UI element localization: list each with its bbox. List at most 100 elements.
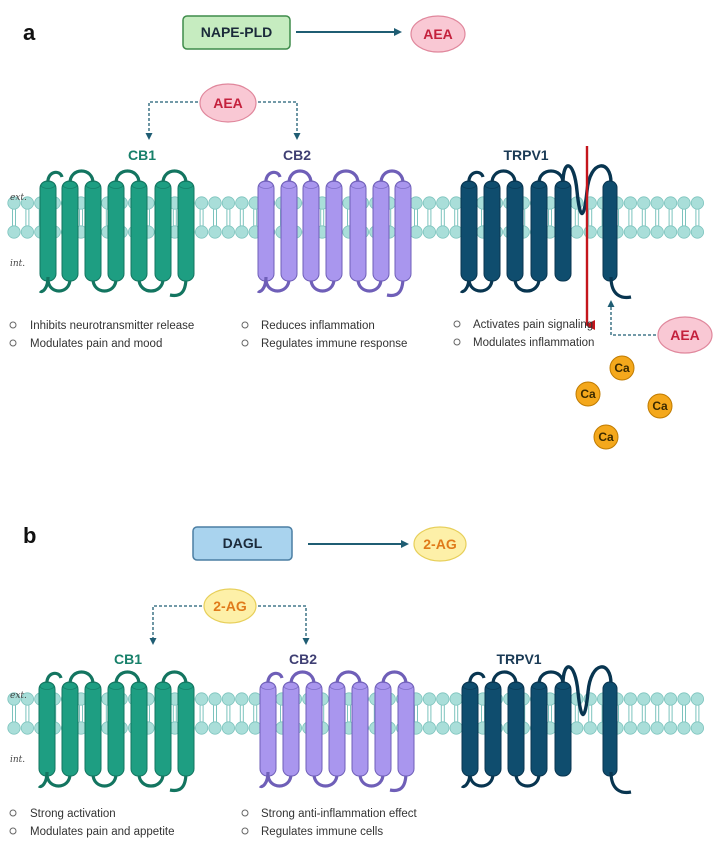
extracellular-loop <box>335 670 362 685</box>
pore-loop <box>561 164 613 215</box>
aea-product-oval <box>410 15 466 53</box>
aea-product: AEA <box>410 15 466 53</box>
cb2-effect-a-2: Regulates immune response <box>261 338 407 350</box>
trpv1-effects-a: Activates pain signaling Modulates infla… <box>453 319 594 349</box>
ca-ion: Ca <box>647 393 673 419</box>
transmembrane-helix <box>305 681 323 777</box>
lipid-head <box>208 721 222 735</box>
pore-loop <box>561 665 613 716</box>
intracellular-loop <box>309 278 336 293</box>
lipid-head <box>690 721 705 735</box>
lipid-head <box>637 225 651 239</box>
extracellular-loop <box>289 670 316 685</box>
2ag-product-label: 2-AG <box>423 536 457 552</box>
aea-ligand-oval <box>199 83 257 123</box>
cb1-effect-a-2: Modulates pain and mood <box>30 338 162 350</box>
lipid-head <box>195 692 209 706</box>
napepld-label: NAPE-PLD <box>201 24 273 40</box>
lipid-head <box>7 225 21 239</box>
aea-trpv1-oval <box>657 316 713 354</box>
transmembrane-helix <box>154 180 172 282</box>
lipid-head <box>623 721 638 735</box>
transmembrane-helix <box>130 180 148 282</box>
2ag-product-oval <box>413 526 467 562</box>
lipid-head <box>449 721 463 735</box>
lipid-head <box>20 225 35 239</box>
dagl-label: DAGL <box>223 535 263 551</box>
ca-ion: Ca <box>575 381 601 407</box>
cb1-receptor-a <box>38 169 195 298</box>
transmembrane-helix <box>177 180 195 282</box>
lipid-head <box>637 692 651 706</box>
cb2-effect-a-1: Reduces inflammation <box>261 320 375 332</box>
transmembrane-helix <box>39 180 57 282</box>
transmembrane-helix <box>84 180 102 282</box>
aea-trpv1-ligand: AEA <box>657 316 713 354</box>
2ag-ligand: 2-AG <box>203 588 257 624</box>
lipid-head <box>422 692 436 706</box>
cb1-title-b: CB1 <box>114 651 142 667</box>
lipid-head <box>235 225 249 239</box>
lipid-head <box>195 225 209 239</box>
transmembrane-helix <box>61 180 79 282</box>
lipid-head <box>637 196 651 210</box>
int-label-b: int. <box>10 755 25 765</box>
transmembrane-helix <box>302 180 320 282</box>
trpv1-effect-a-2: Modulates inflammation <box>473 337 594 349</box>
lipid-head <box>623 225 638 239</box>
transmembrane-helix <box>507 681 525 777</box>
extracellular-loop <box>68 670 95 685</box>
extracellular-loop <box>114 169 141 184</box>
lipid-head <box>235 721 249 735</box>
transmembrane-helix <box>506 180 524 282</box>
lipid-head <box>221 692 235 706</box>
lipid-head <box>650 225 664 239</box>
trpv1-title-b: TRPV1 <box>496 651 541 667</box>
lipid-head <box>690 225 705 239</box>
int-label-a: int. <box>10 259 25 269</box>
2ag-ligand-label: 2-AG <box>213 598 247 614</box>
lipid-head <box>623 196 638 210</box>
ext-label-b: ext. <box>10 691 27 701</box>
lipid-head <box>637 721 651 735</box>
lipid-head <box>195 721 209 735</box>
cb2-title-b: CB2 <box>289 651 317 667</box>
lipid-head <box>677 721 691 735</box>
lipid-head <box>677 196 691 210</box>
lipid-head <box>436 721 450 735</box>
lipid-head <box>690 692 705 706</box>
lipid-head <box>623 692 638 706</box>
lipid-head <box>690 196 705 210</box>
transmembrane-helix <box>554 681 572 777</box>
intracellular-loop <box>137 773 165 788</box>
extracellular-loop <box>379 169 405 184</box>
lipid-head <box>422 196 436 210</box>
transmembrane-helix <box>394 180 412 282</box>
intracellular-loop <box>356 278 383 293</box>
aea-to-cb1-arrow <box>145 101 198 140</box>
svg-text:Ca: Ca <box>580 387 596 401</box>
extracellular-loop <box>161 670 188 685</box>
2ag-to-cb1-arrow <box>149 605 202 645</box>
lipid-head <box>208 692 222 706</box>
transmembrane-helix <box>602 681 618 777</box>
cb1-effects-a: Inhibits neurotransmitter release Modula… <box>9 320 194 350</box>
lipid-head <box>7 692 21 706</box>
intracellular-loop <box>137 278 165 293</box>
transmembrane-helix <box>530 681 548 777</box>
intracellular-loop <box>91 773 118 788</box>
extracellular-loop <box>332 169 360 184</box>
cb1-receptor-b <box>37 670 195 793</box>
transmembrane-helix <box>257 180 275 282</box>
lipid-head <box>235 196 249 210</box>
lipid-head <box>221 721 235 735</box>
transmembrane-helix <box>554 180 572 282</box>
transmembrane-helix <box>107 180 125 282</box>
lipid-head <box>20 692 35 706</box>
svg-text:Ca: Ca <box>598 430 614 444</box>
panel-b-letter: b <box>23 523 36 548</box>
dagl-box <box>192 526 293 561</box>
2ag-ligand-oval <box>203 588 257 624</box>
transmembrane-helix <box>177 681 195 777</box>
cb2-effects-b: Strong anti-inflammation effect Regulate… <box>241 808 418 838</box>
